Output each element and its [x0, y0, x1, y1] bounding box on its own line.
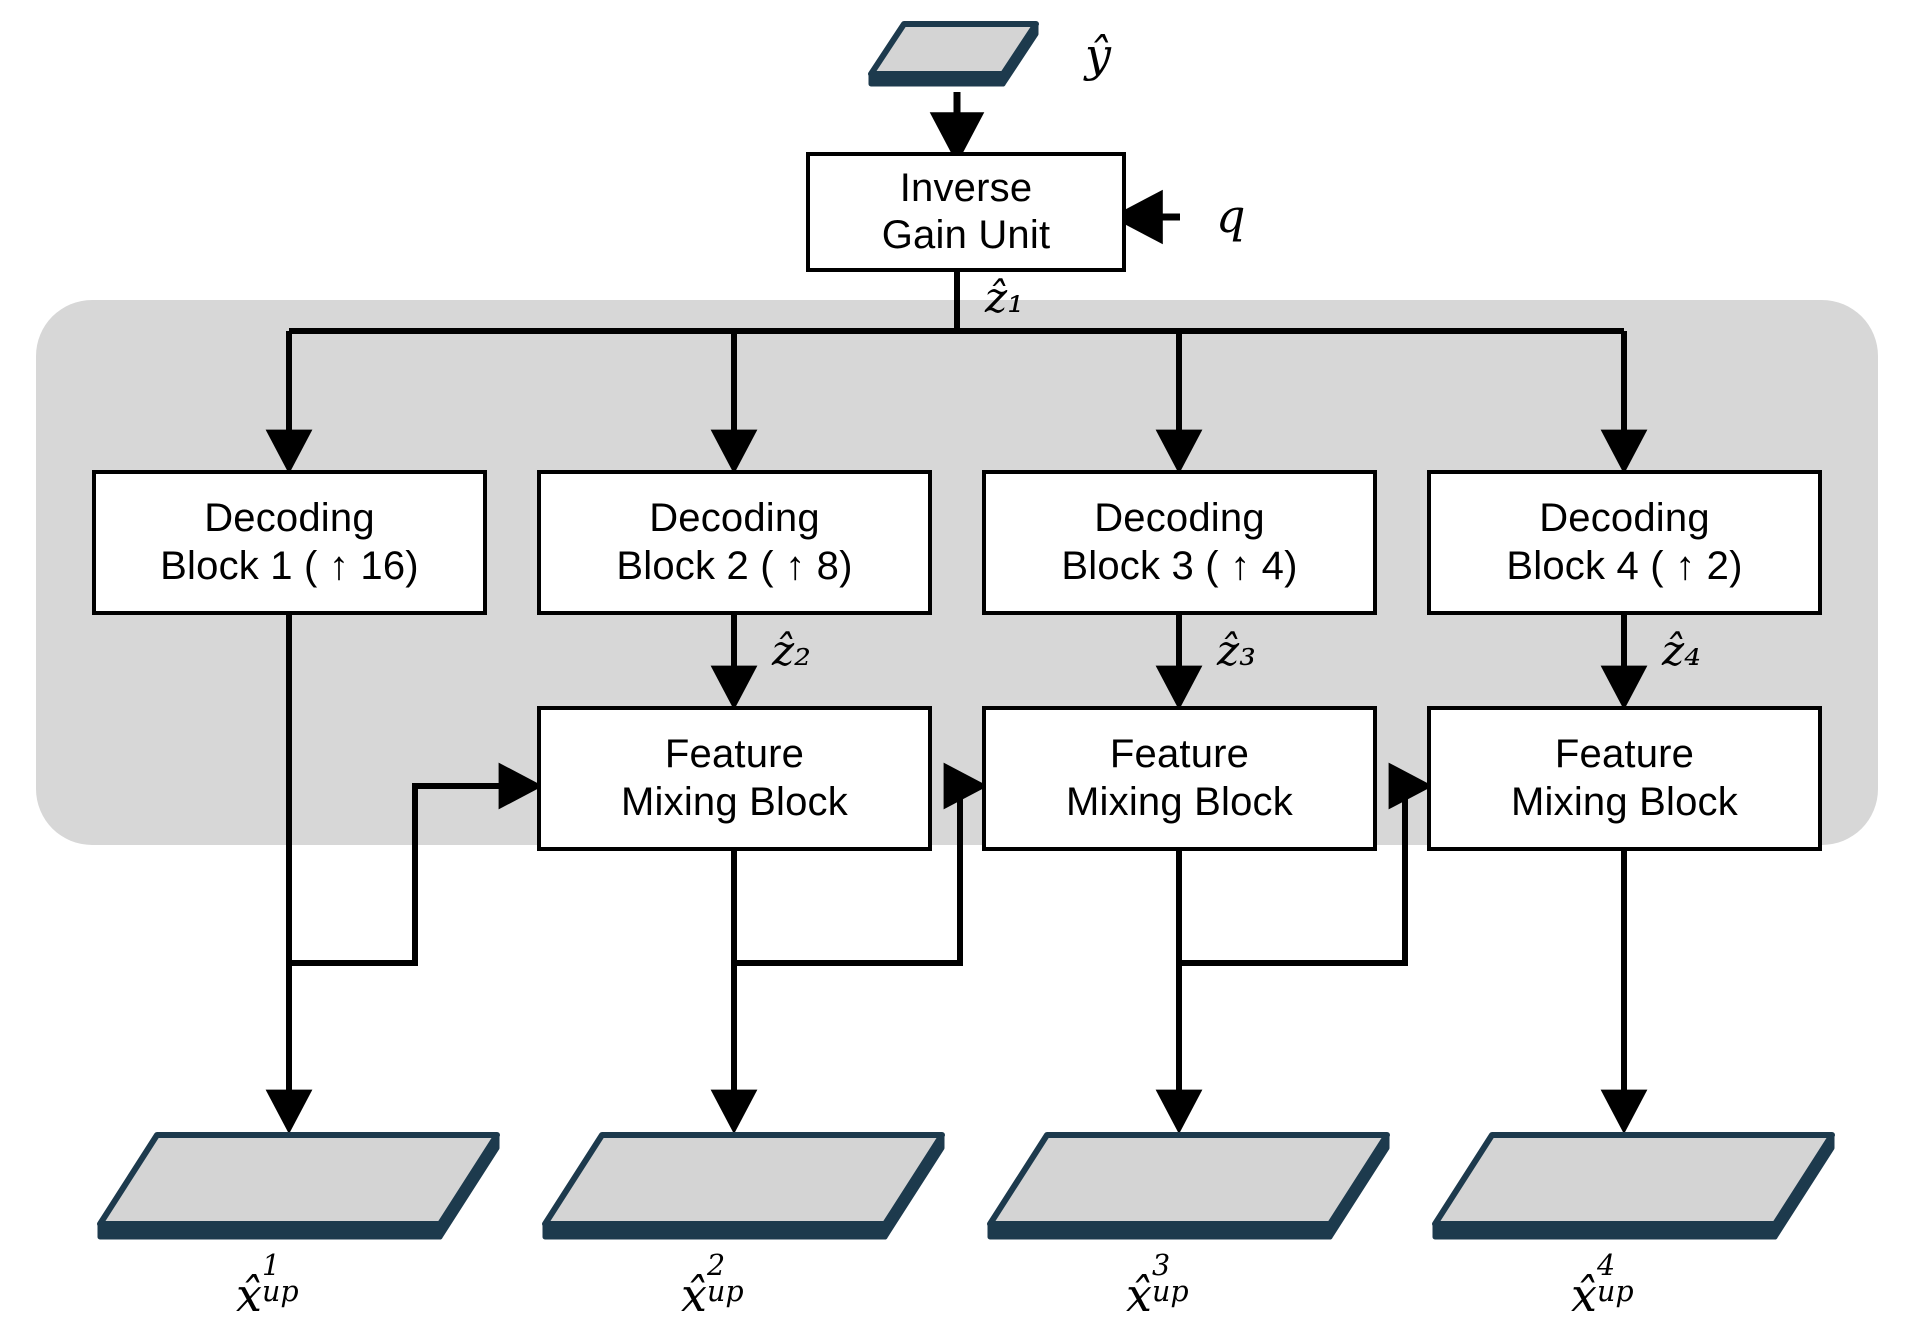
- feature-mixing-block-1[interactable]: Feature Mixing Block: [537, 706, 932, 851]
- label-xhat-up-3-sup: 3: [1151, 1248, 1171, 1282]
- decoding-block-4-line2: Block 4 ( ↑ 2): [1506, 543, 1743, 588]
- decoding-block-4[interactable]: Decoding Block 4 ( ↑ 2): [1427, 470, 1822, 615]
- feature-mixing-block-1-line2: Mixing Block: [621, 779, 848, 824]
- label-zhat-2: ẑ₂: [772, 626, 811, 675]
- label-zhat-1: ẑ₁: [985, 273, 1024, 322]
- label-xhat-up-2-sub: up: [706, 1275, 744, 1309]
- label-xhat-up-1-sub: up: [261, 1275, 299, 1309]
- decoding-block-2[interactable]: Decoding Block 2 ( ↑ 8): [537, 470, 932, 615]
- inverse-gain-unit-line1: Inverse: [899, 165, 1033, 210]
- inverse-gain-unit-box[interactable]: Inverse Gain Unit: [806, 152, 1126, 272]
- skip-fmb1-to-fmb2: [734, 762, 988, 966]
- label-zhat-4: ẑ₄: [1662, 626, 1701, 675]
- label-q: q: [1216, 189, 1246, 243]
- label-xhat-up-3-sub: up: [1151, 1275, 1189, 1309]
- output-plate-1: [97, 1132, 500, 1240]
- skip-decoding1-to-fmb1: [289, 762, 543, 966]
- label-xhat-up-2-sup: 2: [706, 1248, 726, 1282]
- feature-mixing-block-2[interactable]: Feature Mixing Block: [982, 706, 1377, 851]
- decoding-block-1-line1: Decoding: [204, 496, 375, 541]
- inverse-gain-unit-line2: Gain Unit: [881, 213, 1051, 257]
- output-plate-2: [542, 1132, 945, 1240]
- feature-mixing-block-2-line2: Mixing Block: [1066, 779, 1293, 824]
- skip-fmb2-to-fmb3: [1179, 762, 1433, 966]
- decoding-block-4-line1: Decoding: [1539, 496, 1710, 541]
- label-xhat-up-4-sub: up: [1596, 1275, 1634, 1309]
- decoding-block-1[interactable]: Decoding Block 1 ( ↑ 16): [92, 470, 487, 615]
- feature-mixing-block-2-line1: Feature: [1109, 732, 1250, 777]
- input-plate-yhat: [868, 21, 1039, 87]
- feature-mixing-block-3-line2: Mixing Block: [1511, 779, 1738, 824]
- feature-mixing-block-3-line1: Feature: [1554, 732, 1695, 777]
- label-zhat-3: ẑ₃: [1217, 626, 1256, 675]
- decoding-block-3-line2: Block 3 ( ↑ 4): [1061, 543, 1298, 588]
- decoding-block-2-line2: Block 2 ( ↑ 8): [616, 543, 853, 588]
- output-plate-3: [987, 1132, 1390, 1240]
- label-yhat: ŷ: [1085, 28, 1111, 82]
- label-xhat-up-1-sup: 1: [261, 1248, 281, 1282]
- feature-mixing-block-1-line1: Feature: [664, 732, 805, 777]
- decoding-block-2-line1: Decoding: [649, 496, 820, 541]
- decoding-block-1-line2: Block 1 ( ↑ 16): [160, 543, 419, 588]
- feature-mixing-block-3[interactable]: Feature Mixing Block: [1427, 706, 1822, 851]
- output-plate-4: [1432, 1132, 1835, 1240]
- decoding-block-3-line1: Decoding: [1094, 496, 1265, 541]
- decoding-block-3[interactable]: Decoding Block 3 ( ↑ 4): [982, 470, 1377, 615]
- label-xhat-up-4-sup: 4: [1596, 1248, 1616, 1282]
